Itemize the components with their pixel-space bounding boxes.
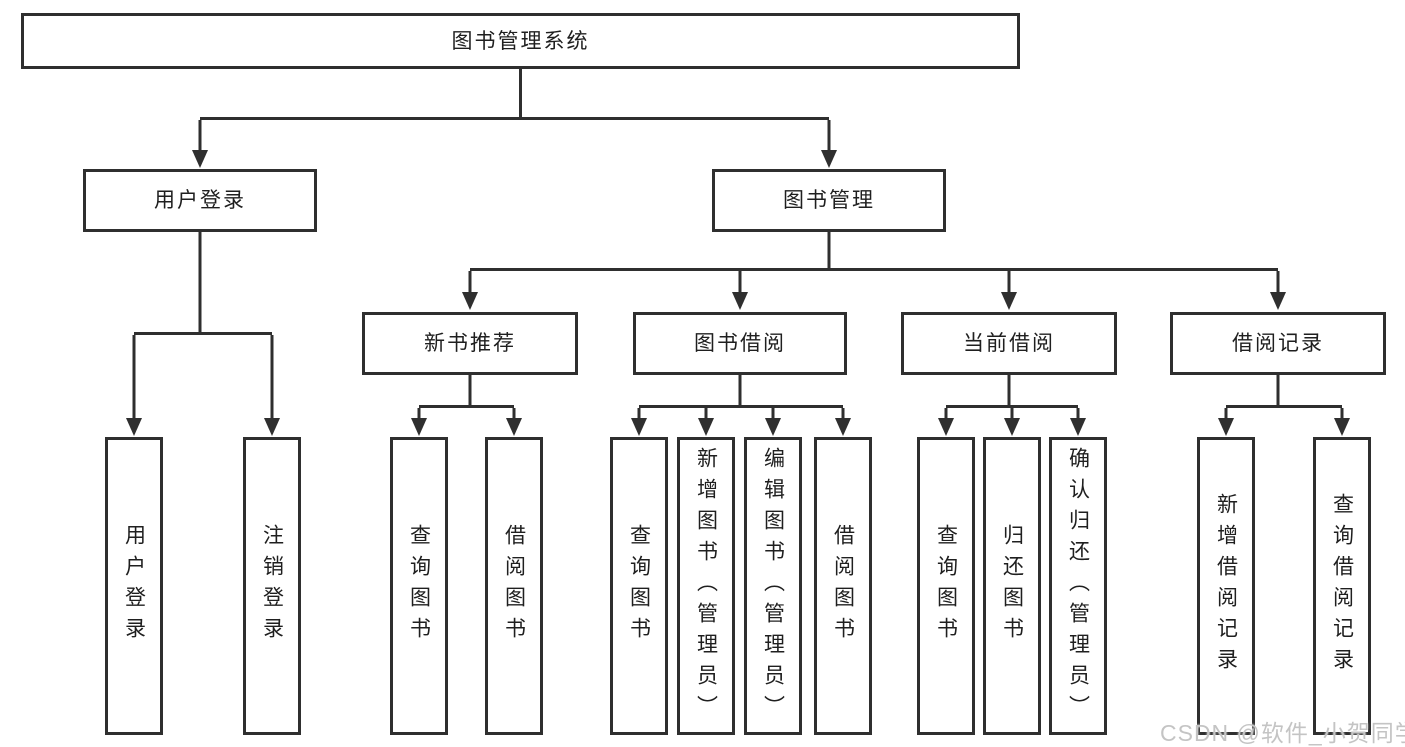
leaf-logout: 注销登录 [243, 437, 301, 735]
node-book-management: 图书管理 [712, 169, 946, 232]
leaf-nb-borrow-books: 借阅图书 [485, 437, 543, 735]
leaf-bb-add-books-admin: 新增图书（管理员） [677, 437, 735, 735]
node-user-login: 用户登录 [83, 169, 317, 232]
leaf-nb-query-books: 查询图书 [390, 437, 448, 735]
leaf-user-login: 用户登录 [105, 437, 163, 735]
node-current-borrow: 当前借阅 [901, 312, 1117, 375]
leaf-cb-query-books: 查询图书 [917, 437, 975, 735]
node-root-library-system: 图书管理系统 [21, 13, 1020, 69]
leaf-bb-borrow-books: 借阅图书 [814, 437, 872, 735]
leaf-bb-query-books: 查询图书 [610, 437, 668, 735]
leaf-cb-confirm-return-admin: 确认归还（管理员） [1049, 437, 1107, 735]
leaf-bb-edit-books-admin: 编辑图书（管理员） [744, 437, 802, 735]
node-book-borrow: 图书借阅 [633, 312, 847, 375]
node-new-book-recommend: 新书推荐 [362, 312, 578, 375]
leaf-br-query-record: 查询借阅记录 [1313, 437, 1371, 735]
csdn-watermark: CSDN @软件_小贺同学 [1160, 720, 1405, 746]
leaf-br-add-record: 新增借阅记录 [1197, 437, 1255, 735]
node-borrow-records: 借阅记录 [1170, 312, 1386, 375]
leaf-cb-return-books: 归还图书 [983, 437, 1041, 735]
